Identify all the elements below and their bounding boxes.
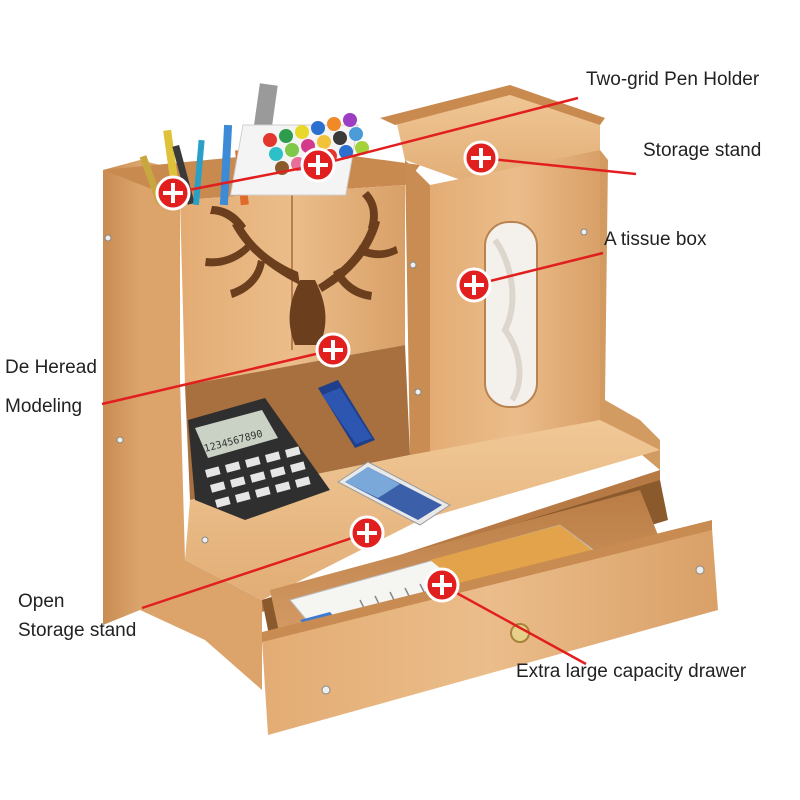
line-pen-holder-left	[172, 163, 319, 195]
line-deer-head	[101, 348, 334, 406]
deer-head-cutout	[205, 191, 398, 345]
plus-circle-icon[interactable]	[456, 267, 492, 303]
markers-group	[230, 113, 369, 196]
left-side-panel	[103, 160, 140, 625]
left-front-panel	[140, 160, 262, 690]
plus-circle-icon[interactable]	[155, 175, 191, 211]
line-storage-stand	[480, 156, 637, 176]
label-open-storage-line1: Open	[18, 591, 65, 612]
drawer-front	[262, 528, 718, 735]
smartphone	[337, 461, 451, 526]
label-drawer: Extra large capacity drawer	[516, 661, 747, 682]
drawer-front-top-edge	[262, 520, 712, 642]
plus-circle-icon[interactable]	[315, 332, 351, 368]
panel-screws	[104, 228, 588, 544]
callout-lines	[101, 96, 637, 666]
callout-markers	[155, 140, 499, 603]
line-tissue-box	[473, 251, 604, 287]
plus-circle-icon[interactable]	[424, 567, 460, 603]
plus-circle-icon[interactable]	[349, 515, 385, 551]
drawer-screw-right	[695, 565, 705, 575]
plus-circle-icon[interactable]	[463, 140, 499, 176]
label-deer-head-line1: De Heread	[5, 357, 97, 378]
tissue-box-top-rim	[380, 85, 605, 125]
plus-circle-icon[interactable]	[300, 147, 336, 183]
stapler	[318, 380, 375, 448]
label-deer-head-line2: Modeling	[5, 396, 83, 417]
line-drawer	[441, 583, 587, 666]
line-pen-holder	[317, 96, 579, 167]
label-pen-holder: Two-grid Pen Holder	[586, 69, 760, 90]
calculator: 1234567890	[188, 398, 330, 520]
label-tissue-box: A tissue box	[604, 229, 707, 250]
label-storage-stand: Storage stand	[643, 140, 762, 161]
label-open-storage-line2: Storage stand	[18, 620, 137, 641]
drawer-screw-left	[321, 685, 331, 695]
right-side-panel	[600, 150, 660, 470]
line-open-storage	[141, 531, 368, 610]
tissue-box-side	[405, 160, 430, 465]
